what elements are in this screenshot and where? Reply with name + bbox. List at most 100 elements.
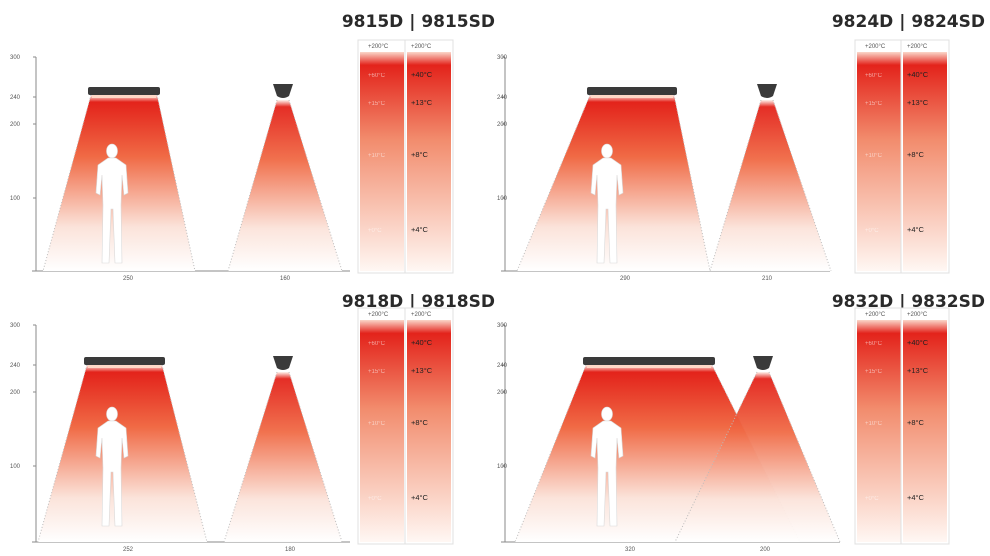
y-tick-label: 100 [497,464,508,470]
temp-bar-close-label: +200°C [865,44,886,50]
temp-bar-far-label: +13°C [411,366,433,375]
temp-bar-far-label: +8°C [907,418,925,427]
y-tick-label: 200 [10,390,21,396]
heat-cone-small [710,100,831,271]
x-dimension-label: 250 [123,276,134,282]
temp-bar-far-label: +200°C [907,44,928,50]
temp-bar-close-label: +200°C [865,312,886,318]
temp-bar-close-label: +15°C [368,101,386,107]
temp-bar-far-label: +13°C [907,366,929,375]
x-dimension-label: 160 [280,276,291,282]
temp-bar-close-label: +0°C [865,228,879,234]
temp-bar-far-label: +4°C [907,225,925,234]
cone-edge [772,99,832,272]
heater-glow [88,365,161,368]
temp-bar-far-label: +40°C [411,70,433,79]
heat-cone-wide [38,365,207,542]
heater-wide-icon [587,87,677,95]
temp-bar-far-label: +8°C [411,150,429,159]
heater-wide-icon [84,357,165,365]
temp-bar-close-label: +0°C [368,496,382,502]
temp-bar-far-label: +200°C [411,44,432,50]
heat-cone-small [675,372,840,542]
y-tick-label: 300 [497,323,508,329]
temp-bar-close-label: +60°C [865,341,883,347]
y-tick-label: 200 [497,390,508,396]
temp-bar-far-label: +4°C [907,493,925,502]
temp-bar-far-label: +40°C [907,70,929,79]
temp-bar-far-label: +8°C [411,418,429,427]
y-tick-label: 200 [497,122,508,128]
heater-glow [591,95,673,98]
temp-bar-close-label: +15°C [865,101,883,107]
y-tick-label: 240 [497,95,508,101]
temp-bar-far-label: +200°C [907,312,928,318]
x-dimension-label: 252 [123,547,134,553]
temp-bar-close-label: +200°C [368,312,389,318]
temp-bar-far-label: +40°C [907,338,929,347]
heater-glow [587,365,711,368]
temp-bar-far-label: +4°C [411,225,429,234]
temp-bar-far-label: +40°C [411,338,433,347]
temp-bar-far-label: +13°C [907,98,929,107]
heater-glow [92,95,156,98]
heater-wide-icon [88,87,160,95]
panel-title: 9824D | 9824SD [831,12,985,32]
temp-bar-far-label: +8°C [907,150,925,159]
x-dimension-label: 200 [760,547,771,553]
x-dimension-label: 320 [625,547,636,553]
cone-edge [37,364,88,543]
y-tick-label: 100 [10,464,21,470]
temp-bar-close-label: +60°C [368,341,386,347]
person-icon [95,406,129,527]
y-tick-label: 240 [497,363,508,369]
temp-bar-close-label: +0°C [368,228,382,234]
heater-compact-icon [757,84,777,98]
panel-9815: 9815D | 9815SD 300 240 200 100 250 160 +200°C +… [0,0,495,282]
y-tick-label: 240 [10,363,21,369]
temp-bar-far [407,52,451,271]
heat-cone-small [228,100,342,271]
temp-bar-close-label: +10°C [368,153,386,159]
heater-compact-icon [273,84,293,98]
panel-title: 9832D | 9832SD [831,292,985,312]
y-tick-label: 240 [10,95,21,101]
temp-bar-close [857,320,901,542]
temp-bar-far [903,320,947,542]
panel-title: 9818D | 9818SD [341,292,495,312]
y-tick-label: 300 [10,55,21,61]
y-tick-label: 100 [10,196,21,202]
y-tick-label: 300 [497,55,508,61]
y-tick-label: 200 [10,122,21,128]
temp-bar-far [903,52,947,271]
cone-edge [161,364,208,543]
panel-title: 9815D | 9815SD [341,12,495,32]
temp-bar-close-label: +60°C [865,73,883,79]
temp-bar-far [407,320,451,542]
temp-bar-close [360,320,404,542]
temp-bar-close-label: +10°C [368,421,386,427]
temp-bar-close [857,52,901,271]
cone-edge [768,371,841,543]
y-tick-label: 100 [497,196,508,202]
x-dimension-label: 210 [762,276,773,282]
person-icon [590,406,624,527]
temp-bar-close-label: +200°C [368,44,389,50]
temp-bar-close-label: +10°C [865,421,883,427]
temp-bar-far-label: +4°C [411,493,429,502]
temp-bar-far-label: +13°C [411,98,433,107]
temp-bar-close-label: +0°C [865,496,879,502]
heat-cone-small [224,372,342,542]
panel-9832: 9832D | 9832SD 300 240 200 100 320 200 +200°C +… [495,278,990,556]
cone-edge [42,94,92,272]
heater-compact-icon [753,356,773,370]
person-icon [590,143,624,264]
heater-wide-icon [583,357,715,365]
temp-bar-close [360,52,404,271]
